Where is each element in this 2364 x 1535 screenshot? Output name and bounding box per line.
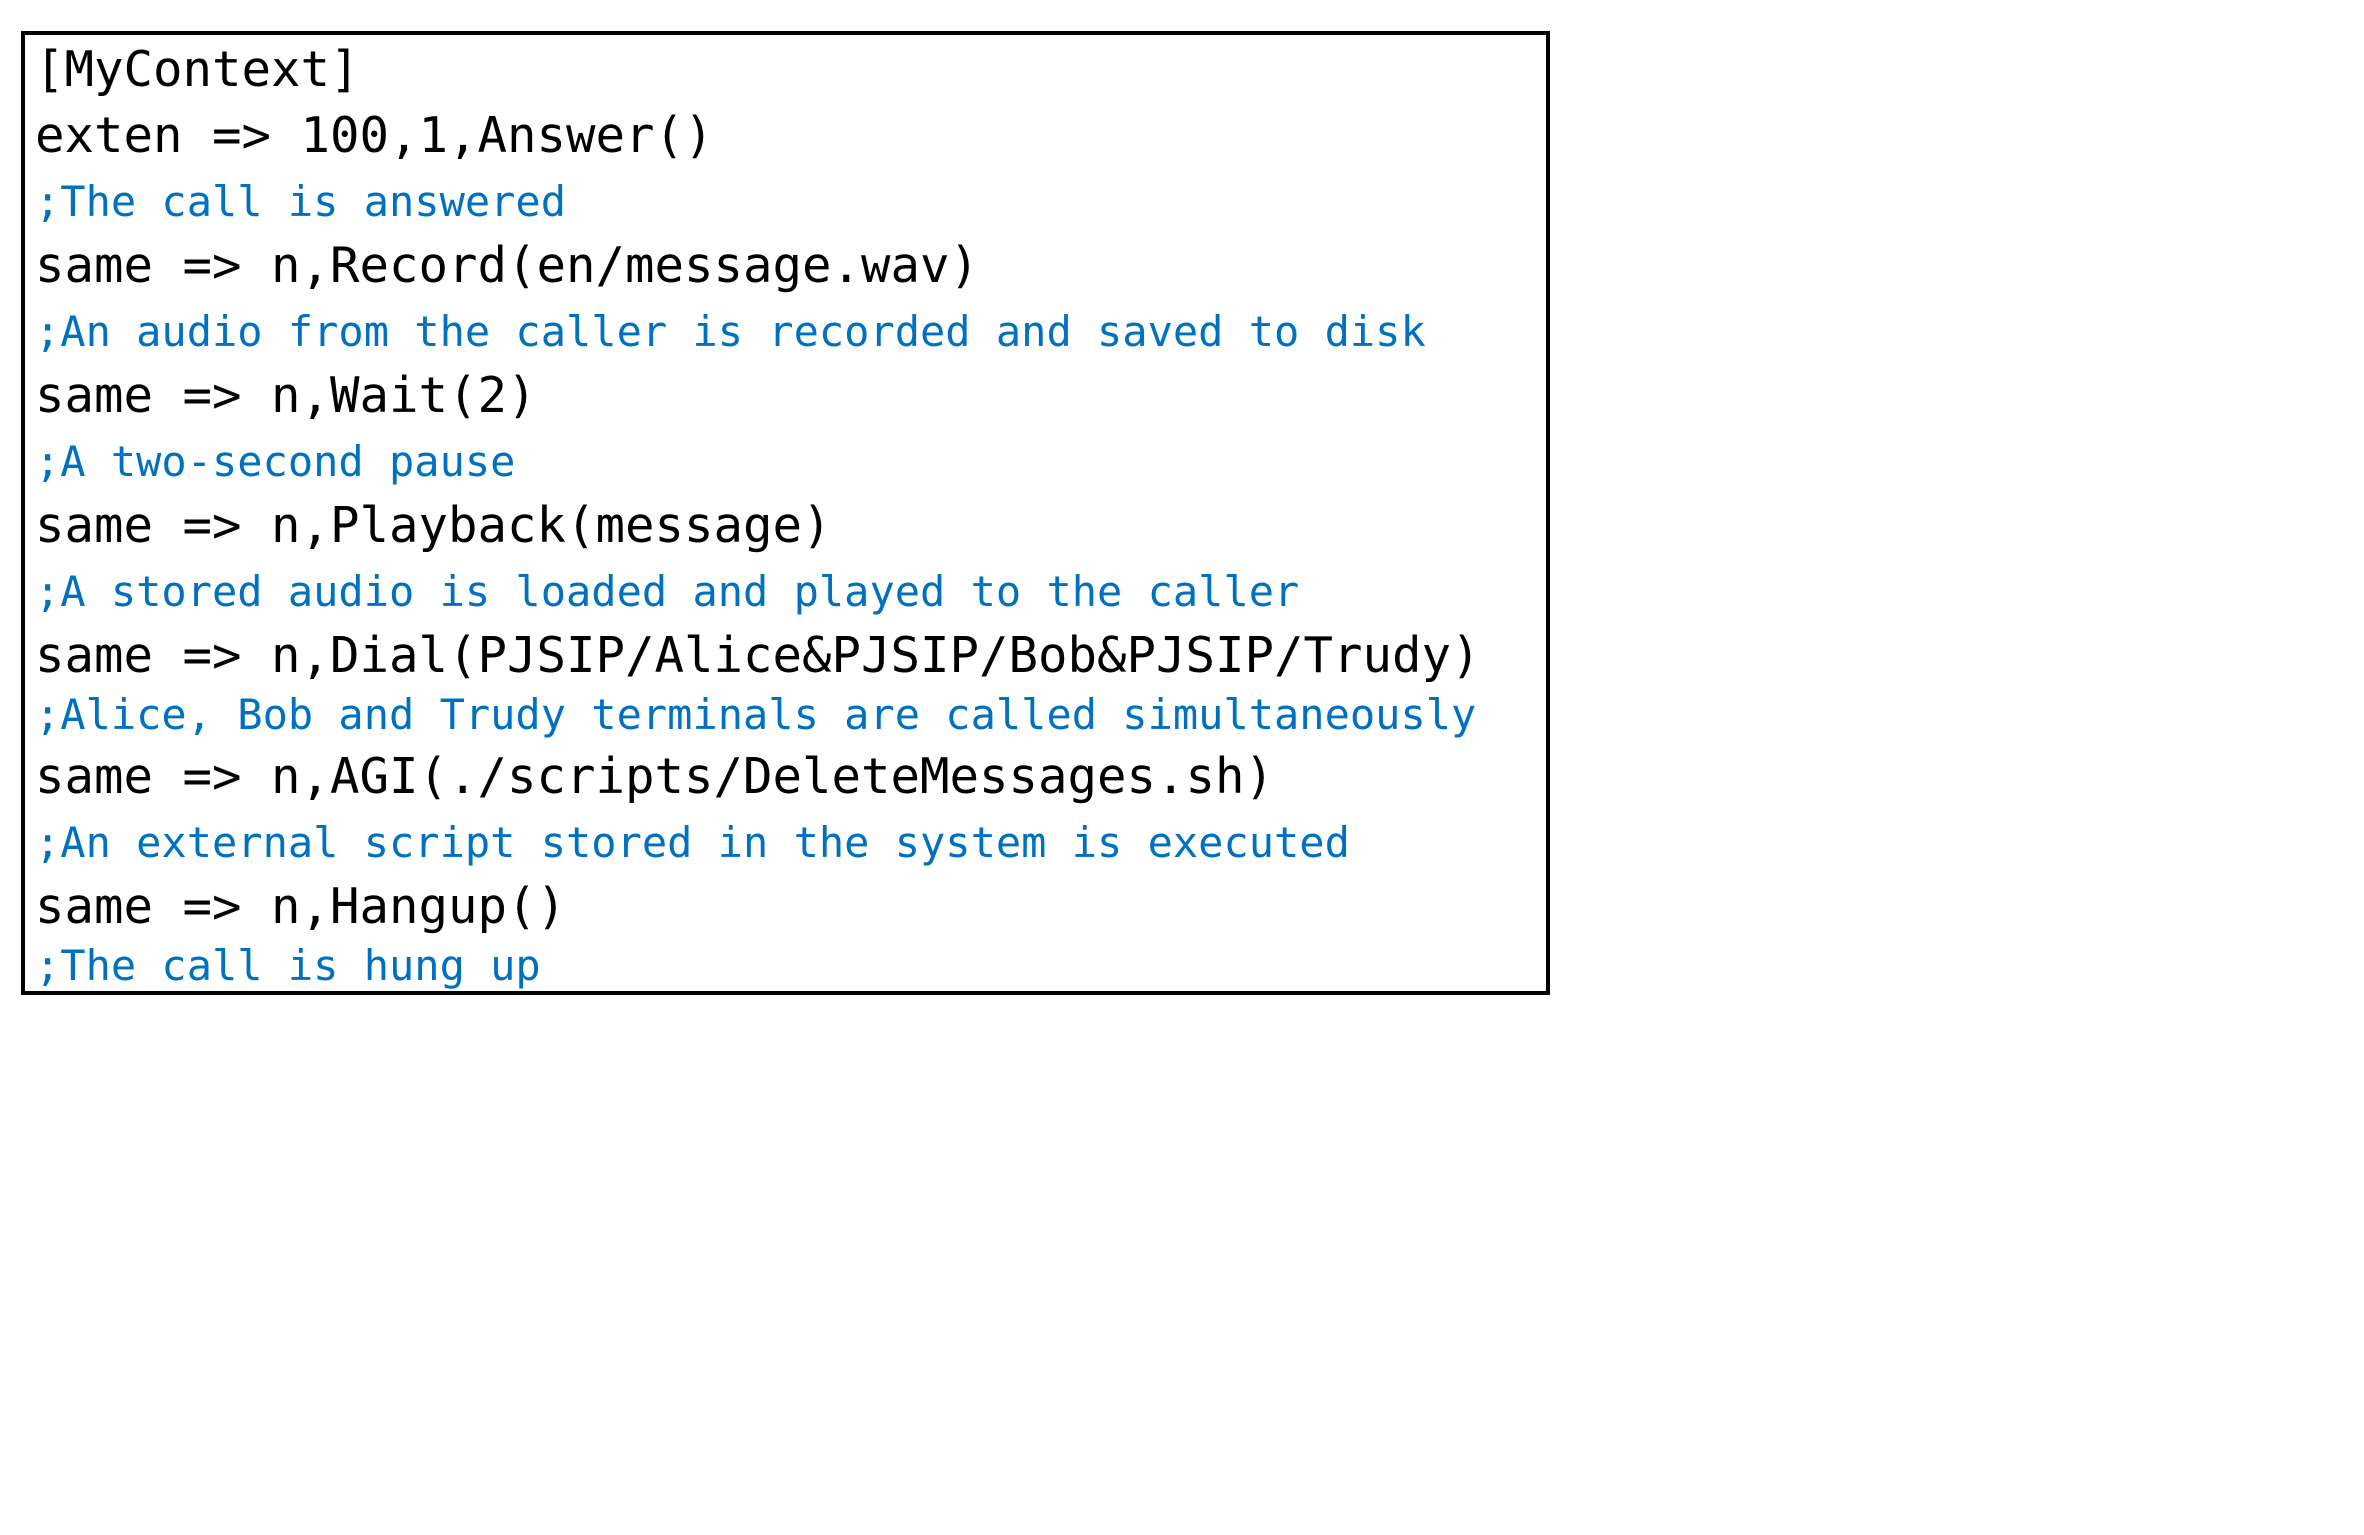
code-line-answer: exten => 100,1,Answer() [35, 107, 714, 164]
code-line-record: same => n,Record(en/message.wav) [35, 237, 980, 294]
code-line-dial: same => n,Dial(PJSIP/Alice&PJSIP/Bob&PJS… [35, 627, 1481, 684]
comment-line-agi: ;An external script stored in the system… [35, 818, 1350, 867]
comment-line-playback: ;A stored audio is loaded and played to … [35, 567, 1300, 616]
comment-line-dial: ;Alice, Bob and Trudy terminals are call… [35, 690, 1477, 739]
comment-line-record: ;An audio from the caller is recorded an… [35, 307, 1426, 356]
code-line-hangup: same => n,Hangup() [35, 878, 567, 935]
comment-line-hangup: ;The call is hung up [35, 941, 541, 990]
code-line-wait: same => n,Wait(2) [35, 367, 537, 424]
comment-line-wait: ;A two-second pause [35, 437, 516, 486]
context-header-line: [MyContext] [35, 41, 360, 98]
code-listing-box: [MyContext] exten => 100,1,Answer() ;The… [21, 31, 1550, 995]
code-line-playback: same => n,Playback(message) [35, 497, 832, 554]
comment-line-answer: ;The call is answered [35, 177, 567, 226]
code-line-agi: same => n,AGI(./scripts/DeleteMessages.s… [35, 748, 1275, 805]
